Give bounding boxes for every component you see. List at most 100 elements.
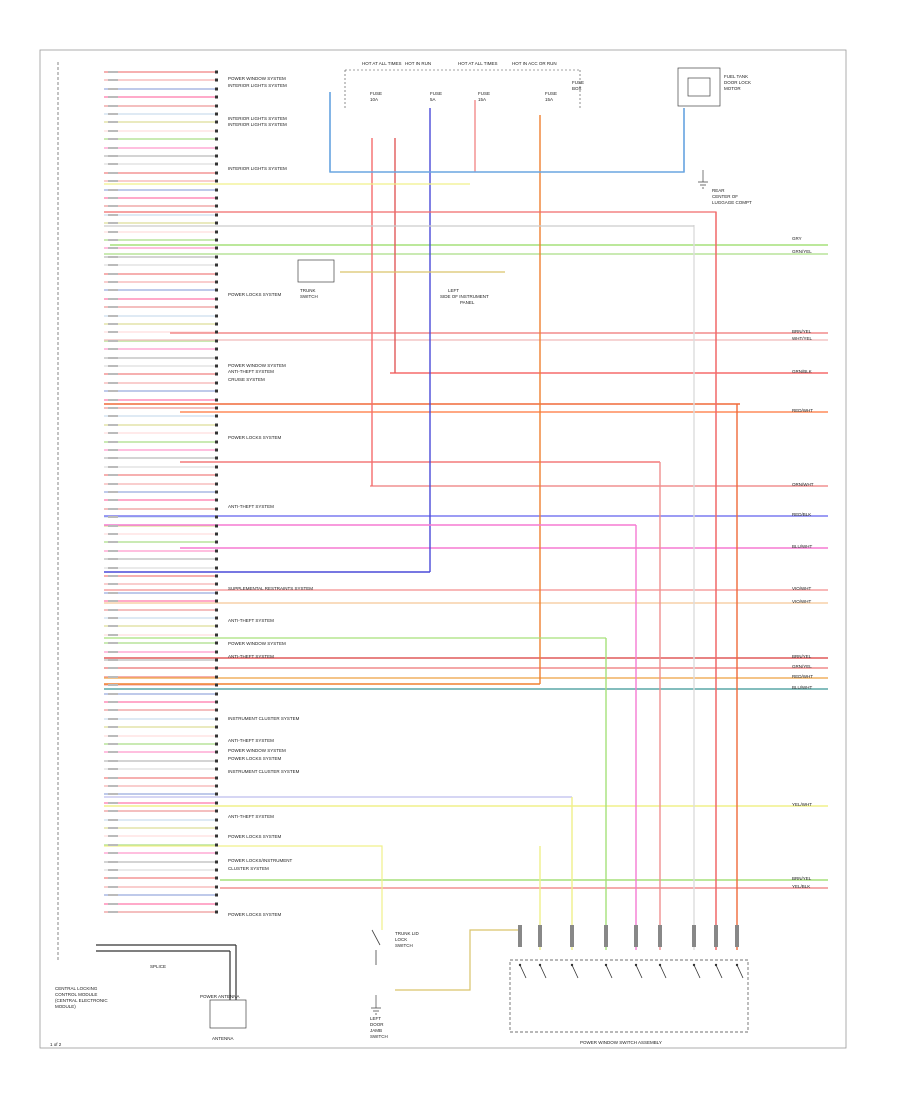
pin-label-mark <box>108 113 118 115</box>
system-note: POWER WINDOW SYSTEM <box>228 363 286 368</box>
system-note: SUPPLEMENTAL RESTRAINTS SYSTEM <box>228 586 313 591</box>
pin-label-mark <box>108 861 118 863</box>
pin-label-mark <box>108 667 118 669</box>
system-note: ANTI-THEFT SYSTEM <box>228 738 274 743</box>
connector-pin <box>215 482 218 486</box>
switch-terminal <box>570 963 574 967</box>
connector-pin <box>215 582 218 586</box>
pin-label-mark <box>108 894 118 896</box>
connector-pin <box>215 759 218 763</box>
pin-label-mark <box>108 676 118 678</box>
pin-label-mark <box>108 382 118 384</box>
connector-pin <box>215 599 218 603</box>
pin-label-mark <box>108 684 118 686</box>
fuse-3-name: FUSE <box>478 91 490 96</box>
pin-label-mark <box>108 516 118 518</box>
antenna-label: ANTENNA <box>212 1036 234 1041</box>
system-note: INTERIOR LIGHTS SYSTEM <box>228 122 287 127</box>
pin-label-mark <box>108 457 118 459</box>
antenna-block: POWER ANTENNA ANTENNA SPLICE CENTRAL LOC… <box>55 944 247 1041</box>
wire-color-label: YEL/BLK <box>792 884 810 889</box>
pin-label-mark <box>108 541 118 543</box>
module-name-1: CENTRAL LOCKING <box>55 986 98 991</box>
connector-pin <box>215 213 218 217</box>
connector-pin <box>215 188 218 192</box>
pin-label-mark <box>108 180 118 182</box>
connector-pin <box>215 717 218 721</box>
pin-label-mark <box>108 709 118 711</box>
connector-pin <box>604 925 608 947</box>
connector-pin <box>215 314 218 318</box>
pin-label-mark <box>108 407 118 409</box>
pin-layer <box>108 70 218 914</box>
wire-color-label: GRY <box>792 236 802 241</box>
connector-pin <box>215 633 218 637</box>
wire-color-label: GRN/YEL <box>792 249 812 254</box>
door-switch-label-4: SWITCH <box>370 1034 388 1039</box>
trunk-switch-label-1: TRUNK <box>300 288 316 293</box>
connector-pin <box>215 507 218 511</box>
pin-label-mark <box>108 424 118 426</box>
connector-pin <box>215 137 218 141</box>
connector-pin <box>215 784 218 788</box>
wire-color-label: GRN/BLK <box>792 369 812 374</box>
switch-contact <box>605 964 613 979</box>
trunk-switch: TRUNK SWITCH LEFT SIDE OF INSTRUMENT PAN… <box>297 259 489 305</box>
pin-label-mark <box>108 625 118 627</box>
switch-terminal <box>604 963 608 967</box>
connector-pin <box>215 280 218 284</box>
pin-label-mark <box>108 79 118 81</box>
connector-pin <box>215 666 218 670</box>
fuel-door-lock-motor: FUEL TANK DOOR LOCK MOTOR REAR CENTER OF… <box>677 67 752 205</box>
circuit-wire <box>104 845 383 930</box>
pin-label-mark <box>108 491 118 493</box>
pin-label-mark <box>108 415 118 417</box>
fuel-ground-label-3: LUGGAGE COMPT <box>712 200 752 205</box>
connector-pin <box>215 389 218 393</box>
connector-pin <box>215 708 218 712</box>
pin-label-mark <box>108 373 118 375</box>
pin-label-mark <box>108 575 118 577</box>
connector-pin <box>215 851 218 855</box>
connector-pin <box>215 129 218 133</box>
connector-pin <box>215 801 218 805</box>
pin-label-mark <box>108 306 118 308</box>
module-name-4: MODULE) <box>55 1004 76 1009</box>
pin-label-mark <box>108 357 118 359</box>
pin-label-mark <box>108 802 118 804</box>
system-note: ANTI-THEFT SYSTEM <box>228 814 274 819</box>
pin-label-mark <box>108 289 118 291</box>
connector-pin <box>215 339 218 343</box>
connector-pin <box>215 574 218 578</box>
connector-pin <box>215 364 218 368</box>
circuit-wire <box>329 92 685 173</box>
wire-color-label: BLU/WHT <box>792 685 813 690</box>
pin-label-mark <box>108 651 118 653</box>
pin-label-mark <box>108 886 118 888</box>
system-note: ANTI-THEFT SYSTEM <box>228 654 274 659</box>
connector-pin <box>215 146 218 150</box>
wire-color-label: YEL/WHT <box>792 802 812 807</box>
switch-terminal <box>658 963 662 967</box>
connector-pin <box>215 381 218 385</box>
connector-pin <box>538 925 542 947</box>
system-note: ANTI-THEFT SYSTEM <box>228 504 274 509</box>
connector-pin <box>215 246 218 250</box>
door-switch-label-2: DOOR <box>370 1022 384 1027</box>
system-note: POWER LOCKS/INSTRUMENT <box>228 858 293 863</box>
pin-label-mark <box>108 298 118 300</box>
wire-color-label: RED/WHT <box>792 408 813 413</box>
connector-pin <box>634 925 638 947</box>
pin-label-mark <box>108 365 118 367</box>
connector-pin <box>215 860 218 864</box>
wire-color-label: WHT/YEL <box>792 336 812 341</box>
pin-label-mark <box>108 617 118 619</box>
connector-pin <box>215 288 218 292</box>
connector-pin <box>215 406 218 410</box>
footer-page-number: 1 of 2 <box>50 1042 62 1047</box>
connector-pin <box>215 809 218 813</box>
ground-left-label-1: LEFT <box>448 288 459 293</box>
connector-pin <box>215 179 218 183</box>
pin-label-mark <box>108 256 118 258</box>
left-system-notes: POWER WINDOW SYSTEM INTERIOR LIGHTS SYSTE… <box>228 76 313 917</box>
